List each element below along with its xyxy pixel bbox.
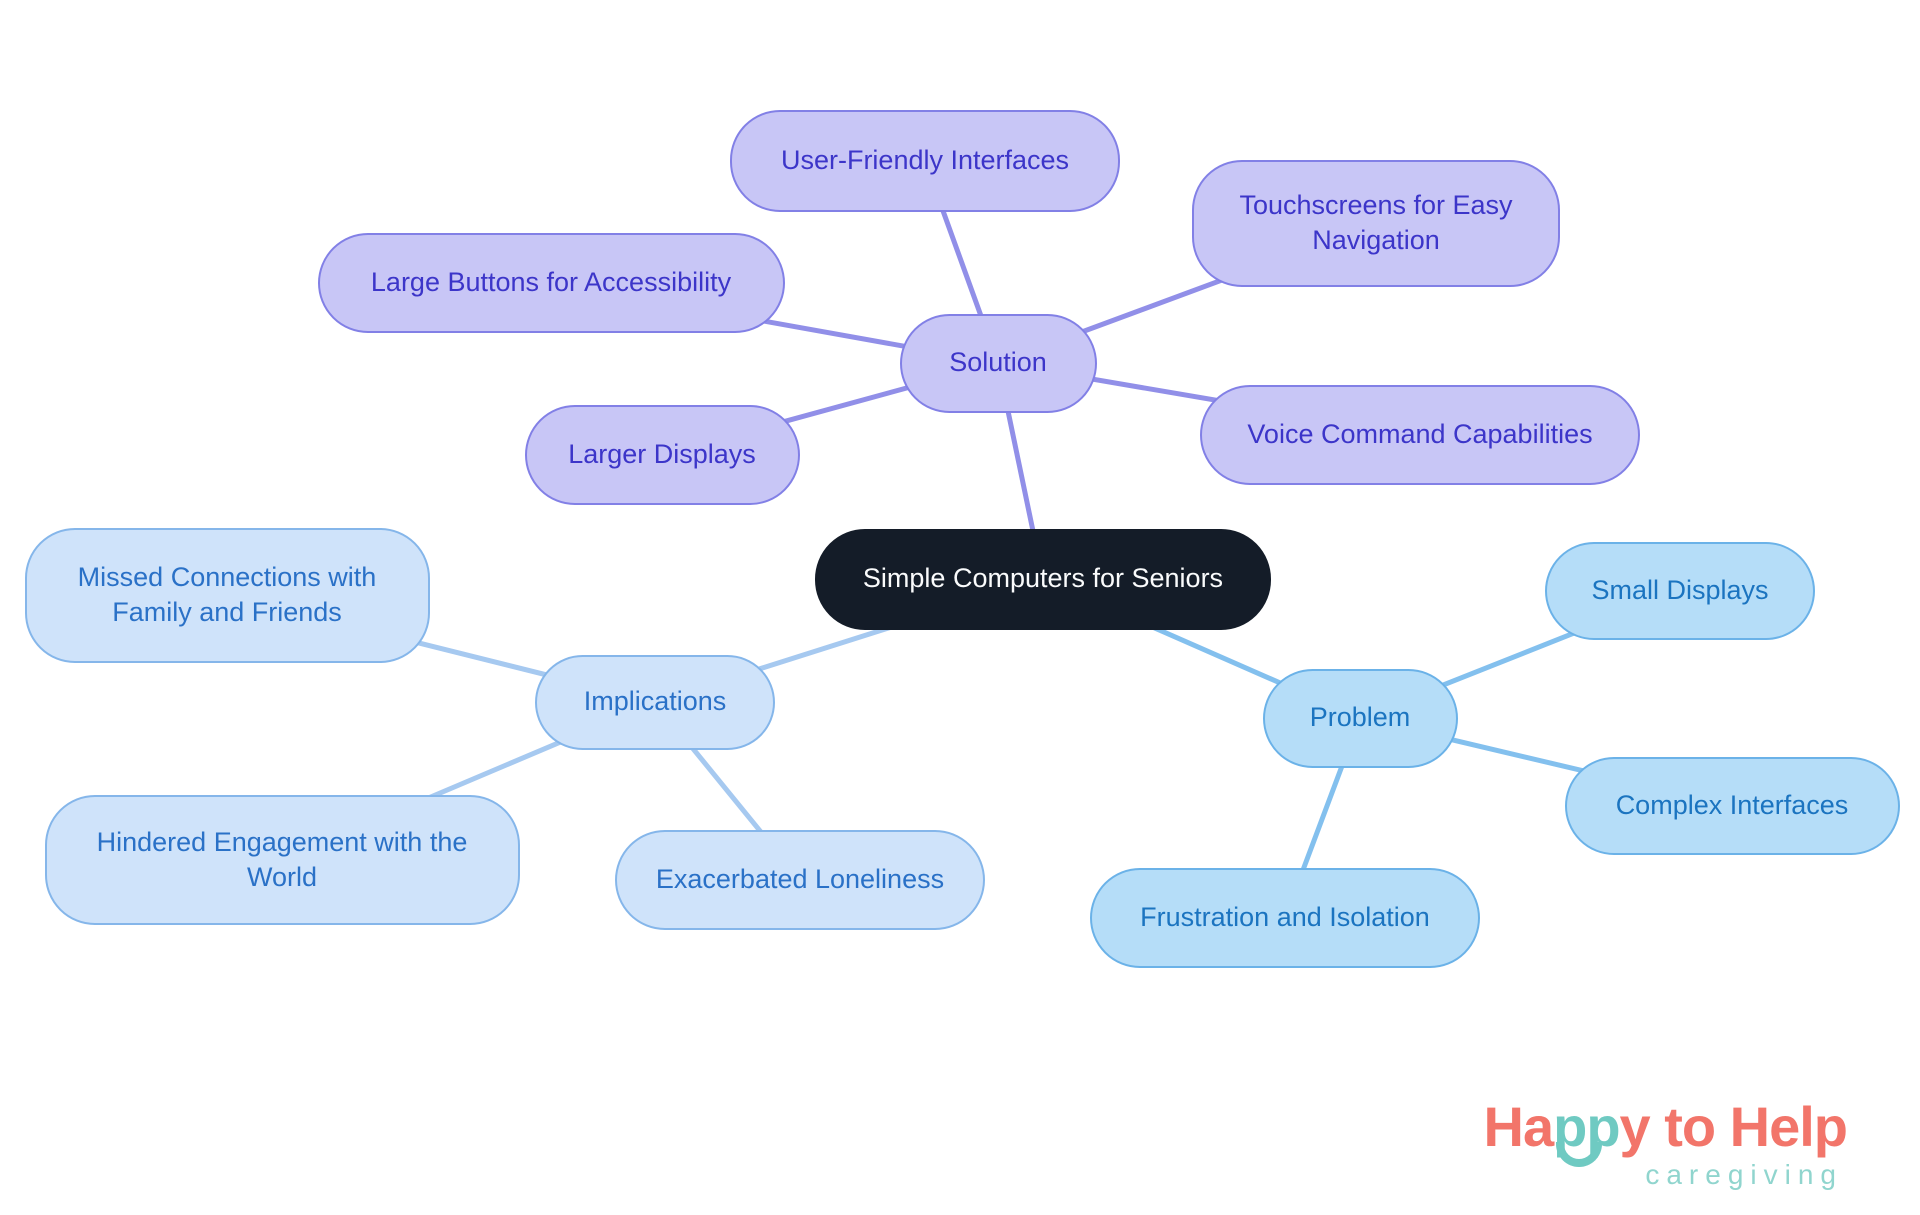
node-label: Large Buttons for Accessibility (370, 267, 732, 298)
subtopic-frustration-isolation[interactable]: Frustration and Isolation (1090, 868, 1480, 968)
node-label: Small Displays (1591, 575, 1769, 606)
subtopic-large-buttons-accessibility[interactable]: Large Buttons for Accessibility (317, 233, 785, 333)
node-label: Problem (1309, 702, 1411, 733)
node-label: Missed Connections with Family and Frien… (77, 561, 377, 627)
node-label: User-Friendly Interfaces (780, 145, 1070, 176)
node-label: Larger Displays (568, 439, 756, 470)
subtopic-missed-connections[interactable]: Missed Connections with Family and Frien… (24, 527, 430, 663)
node-label: Simple Computers for Seniors (862, 563, 1224, 594)
node-label: Voice Command Capabilities (1247, 419, 1593, 450)
node-label: Frustration and Isolation (1140, 902, 1430, 933)
subtopic-touchscreens-easy-navigation[interactable]: Touchscreens for Easy Navigation (1192, 159, 1560, 287)
node-label: Solution (949, 347, 1047, 378)
subtopic-complex-interfaces[interactable]: Complex Interfaces (1564, 757, 1900, 855)
logo-text-before: Ha (1483, 1095, 1555, 1158)
node-label: Hindered Engagement with the World (96, 826, 468, 892)
branch-problem[interactable]: Problem (1262, 668, 1458, 768)
smile-icon (1556, 1142, 1603, 1167)
subtopic-voice-command-capabilities[interactable]: Voice Command Capabilities (1200, 385, 1640, 485)
central-topic[interactable]: Simple Computers for Seniors (815, 528, 1271, 630)
node-label: Implications (583, 686, 727, 717)
subtopic-exacerbated-loneliness[interactable]: Exacerbated Loneliness (615, 830, 985, 930)
logo-text-after: y to Help (1619, 1095, 1848, 1158)
logo-subtitle: caregiving (1645, 1158, 1843, 1190)
node-label: Complex Interfaces (1615, 790, 1849, 821)
subtopic-small-displays[interactable]: Small Displays (1545, 542, 1815, 640)
subtopic-larger-displays[interactable]: Larger Displays (524, 405, 800, 505)
subtopic-hindered-engagement[interactable]: Hindered Engagement with the World (44, 795, 520, 925)
node-label: Exacerbated Loneliness (655, 864, 945, 895)
node-label: Touchscreens for Easy Navigation (1239, 189, 1513, 255)
branch-implications[interactable]: Implications (535, 654, 775, 750)
branch-solution[interactable]: Solution (899, 313, 1097, 413)
subtopic-user-friendly-interfaces[interactable]: User-Friendly Interfaces (730, 110, 1120, 212)
